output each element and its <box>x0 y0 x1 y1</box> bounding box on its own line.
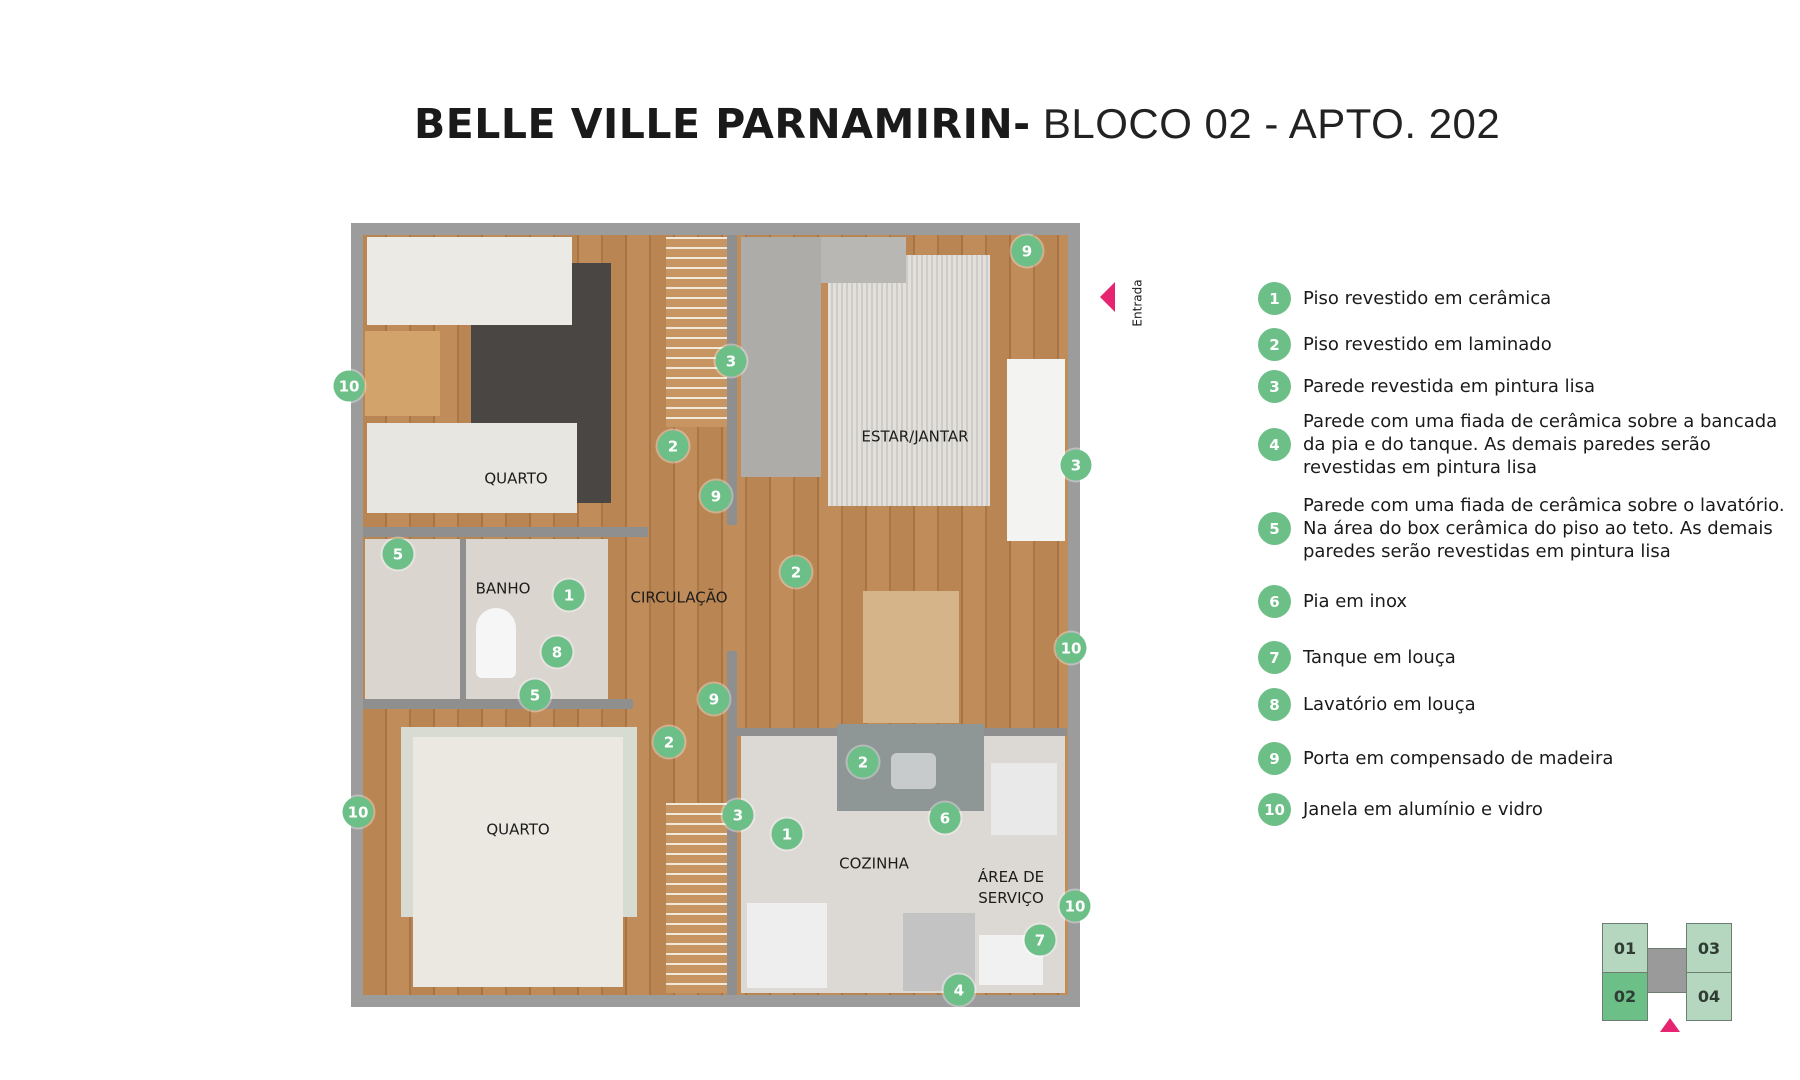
legend-item: 4 Parede com uma fiada de cerâmica sobre … <box>1258 410 1793 479</box>
room-label-banho: BANHO <box>475 579 531 598</box>
legend-number: 6 <box>1258 585 1291 618</box>
marker-1: 1 <box>771 818 803 850</box>
marker-4: 4 <box>943 974 975 1006</box>
wall <box>727 235 737 525</box>
legend-number: 7 <box>1258 641 1291 674</box>
legend-item: 1 Piso revestido em cerâmica <box>1258 282 1793 315</box>
marker-1: 1 <box>553 579 585 611</box>
legend-item: 10 Janela em alumínio e vidro <box>1258 793 1793 826</box>
legend-text: Pia em inox <box>1303 591 1408 612</box>
room-label-circulacao: CIRCULAÇÃO <box>630 588 728 607</box>
marker-2: 2 <box>657 430 689 462</box>
legend-text: Tanque em louça <box>1303 647 1456 668</box>
marker-5: 5 <box>519 679 551 711</box>
marker-2: 2 <box>847 746 879 778</box>
marker-10: 10 <box>342 796 374 828</box>
entrance-triangle-icon <box>1660 1018 1680 1032</box>
washing-machine <box>991 763 1057 835</box>
unit-03: 03 <box>1686 923 1732 973</box>
entrance-arrow-icon <box>1100 282 1115 312</box>
legend-text: Lavatório em louça <box>1303 694 1476 715</box>
marker-2: 2 <box>780 556 812 588</box>
marker-6: 6 <box>929 802 961 834</box>
marker-9: 9 <box>1011 235 1043 267</box>
marker-3: 3 <box>722 799 754 831</box>
legend-text: Piso revestido em laminado <box>1303 334 1552 355</box>
marker-10: 10 <box>333 370 365 402</box>
legend-item: 3 Parede revestida em pintura lisa <box>1258 370 1793 403</box>
wall <box>363 527 648 537</box>
desk <box>365 331 440 416</box>
fridge <box>747 903 827 988</box>
closet <box>666 803 727 993</box>
room-label-quarto-2: QUARTO <box>486 820 550 839</box>
marker-3: 3 <box>1060 449 1092 481</box>
legend-number: 2 <box>1258 328 1291 361</box>
bed <box>367 423 577 513</box>
legend-text: Piso revestido em cerâmica <box>1303 288 1552 309</box>
legend-item: 9 Porta em compensado de madeira <box>1258 742 1793 775</box>
floor-plan: QUARTO BANHO CIRCULAÇÃO ESTAR/JANTAR QUA… <box>333 223 1092 1007</box>
legend-item: 6 Pia em inox <box>1258 585 1793 618</box>
legend-item: 5 Parede com uma fiada de cerâmica sobre … <box>1258 494 1793 563</box>
marker-3: 3 <box>715 345 747 377</box>
legend-number: 1 <box>1258 282 1291 315</box>
legend-item: 7 Tanque em louça <box>1258 641 1793 674</box>
legend-text: Janela em alumínio e vidro <box>1303 799 1543 820</box>
wall <box>363 699 633 709</box>
legend-item: 8 Lavatório em louça <box>1258 688 1793 721</box>
marker-2: 2 <box>653 726 685 758</box>
core-connector <box>1647 948 1687 993</box>
legend-number: 8 <box>1258 688 1291 721</box>
room-label-area-servico: ÁREA DE SERVIÇO <box>977 868 1045 907</box>
legend-text: Parede revestida em pintura lisa <box>1303 376 1595 397</box>
closet <box>666 237 727 427</box>
marker-10: 10 <box>1059 890 1091 922</box>
legend-text: Parede com uma fiada de cerâmica sobre o… <box>1303 495 1785 562</box>
wall <box>460 539 466 699</box>
legend-item: 2 Piso revestido em laminado <box>1258 328 1793 361</box>
marker-10: 10 <box>1055 632 1087 664</box>
legend-number: 3 <box>1258 370 1291 403</box>
double-bed <box>413 737 623 987</box>
marker-5: 5 <box>382 538 414 570</box>
room-label-cozinha: COZINHA <box>839 854 909 873</box>
page-title: BELLE VILLE PARNAMIRIN- BLOCO 02 - APTO.… <box>414 100 1501 148</box>
legend-number: 5 <box>1258 512 1291 545</box>
legend-number: 9 <box>1258 742 1291 775</box>
bed <box>367 237 572 325</box>
marker-7: 7 <box>1024 924 1056 956</box>
entrance-label: Entrada <box>1130 279 1145 327</box>
marker-8: 8 <box>541 636 573 668</box>
marker-9: 9 <box>698 683 730 715</box>
sofa <box>741 237 821 477</box>
unit-01: 01 <box>1602 923 1648 973</box>
legend-text: Parede com uma fiada de cerâmica sobre a… <box>1303 411 1778 478</box>
marker-9: 9 <box>700 480 732 512</box>
dining-table <box>863 591 959 723</box>
legend-text: Porta em compensado de madeira <box>1303 748 1614 769</box>
unit-04: 04 <box>1686 972 1732 1021</box>
unit-02-selected: 02 <box>1602 972 1648 1021</box>
room-label-estar-jantar: ESTAR/JANTAR <box>861 427 969 446</box>
toilet <box>476 608 516 678</box>
living-rug <box>828 255 990 506</box>
legend-number: 4 <box>1258 428 1291 461</box>
tv-counter <box>1007 359 1065 541</box>
legend-number: 10 <box>1258 793 1291 826</box>
room-label-quarto: QUARTO <box>484 469 548 488</box>
stainless-sink <box>891 753 936 789</box>
